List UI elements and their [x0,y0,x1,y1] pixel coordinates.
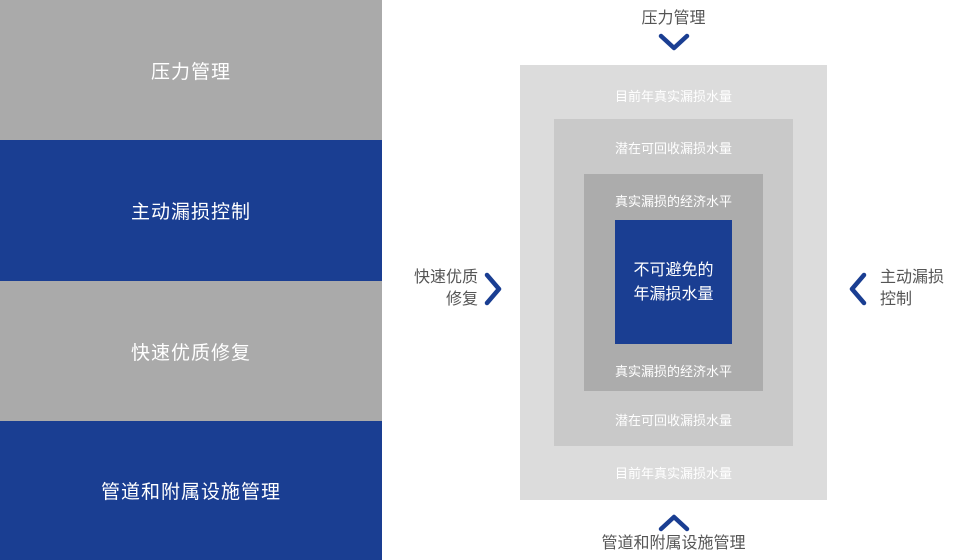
chevron-left-icon [849,272,867,306]
mid-top-label: 潜在可回收漏损水量 [614,142,732,157]
chevron-right-icon [484,272,502,306]
outer-top-label: 目前年真实漏损水量 [614,90,732,105]
chevron-up-icon [658,514,690,532]
inner-bottom-label: 真实漏损的经济水平 [614,365,732,380]
left-label-line2: 修复 [445,289,478,308]
chevron-down-icon [658,33,690,51]
mid-bottom-label: 潜在可回收漏损水量 [614,414,732,429]
band-label: 管道和附属设施管理 [100,481,281,503]
top-pressure-label: 压力管理 [641,8,706,27]
inner-top-label: 真实漏损的经济水平 [614,195,732,210]
band-label: 主动漏损控制 [130,201,251,223]
left-repair-label: 快速优质 修复 [398,266,478,310]
core-label-line2: 年漏损水量 [633,284,714,303]
band-active-leakage-control: 主动漏损控制 [0,140,382,281]
band-label: 快速优质修复 [130,341,251,364]
right-control-label: 主动漏损 控制 [880,266,965,310]
strategy-bands: 压力管理 主动漏损控制 快速优质修复 管道和附属设施管理 [0,0,382,560]
right-label-line1: 主动漏损 [880,267,945,286]
left-label-line1: 快速优质 [413,267,478,286]
band-label: 压力管理 [150,60,231,83]
core-label-line1: 不可避免的 [633,260,714,279]
core-box-unavoidable-losses: 不可避免的 年漏损水量 [615,220,732,344]
outer-bottom-label: 目前年真实漏损水量 [614,467,732,482]
band-pressure-management: 压力管理 [0,0,382,140]
band-fast-quality-repair: 快速优质修复 [0,281,382,421]
right-label-line2: 控制 [880,289,913,308]
bottom-asset-label: 管道和附属设施管理 [601,533,746,552]
band-pipe-asset-management: 管道和附属设施管理 [0,421,382,560]
